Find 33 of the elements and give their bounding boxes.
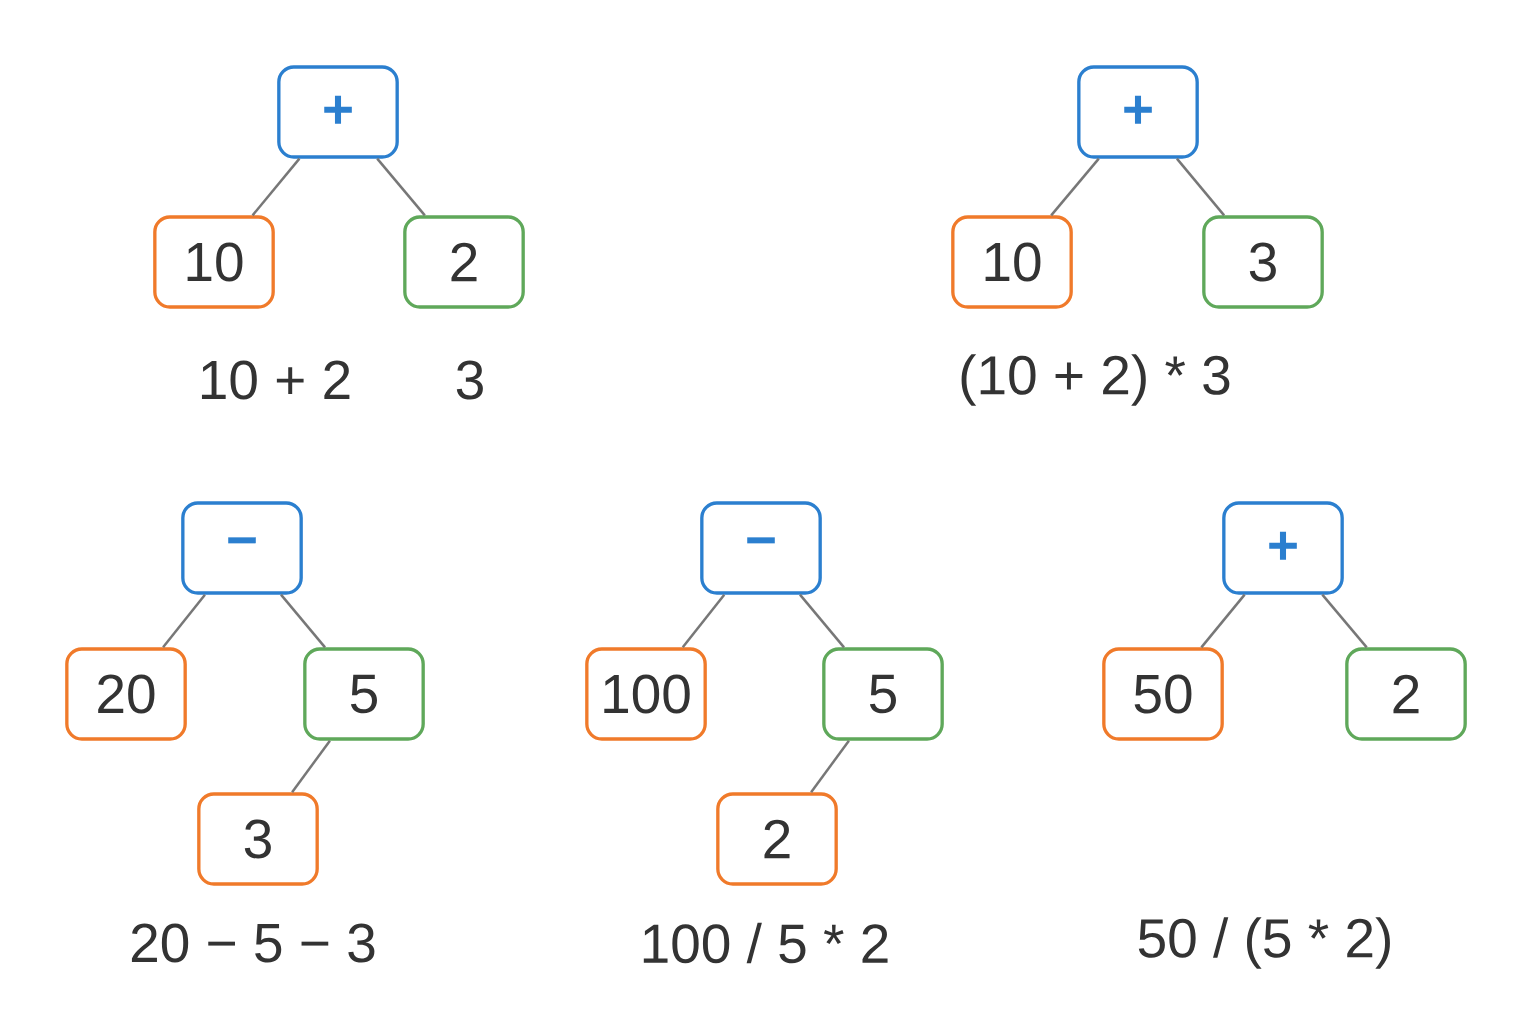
operator-box: − [700,501,822,595]
number-box: 100 [585,647,707,741]
tree-line [291,739,331,794]
number-box: 2 [716,792,838,886]
tree-line [376,157,426,217]
tree-line [251,157,301,217]
operator-box: + [1077,65,1199,159]
number-box: 3 [197,792,319,886]
number-box: 5 [822,647,944,741]
tree-line [1321,593,1368,649]
tree-line [162,593,206,649]
tree-line [280,593,326,649]
number-box: 10 [951,215,1073,309]
number-box: 10 [153,215,275,309]
number-box: 2 [403,215,525,309]
number-box: 3 [1202,215,1324,309]
tree-line [1175,157,1226,217]
tree-line [1050,157,1100,217]
number-box: 20 [65,647,187,741]
tree-line [799,593,845,649]
operator-box: + [1222,501,1344,595]
expression-text: 50 / (5 * 2) [1138,917,1390,969]
tree-line [810,739,850,794]
expression-text: 3 [456,360,483,400]
number-box: 50 [1102,647,1224,741]
operator-box: − [181,501,303,595]
number-box: 2 [1345,647,1467,741]
operator-box: + [277,65,399,159]
expression-text: (10 + 2) * 3 [961,354,1230,406]
tree-line [681,593,726,649]
tree-line [1200,593,1246,649]
expression-text: 10 + 2 [201,360,350,400]
number-box: 5 [303,647,425,741]
